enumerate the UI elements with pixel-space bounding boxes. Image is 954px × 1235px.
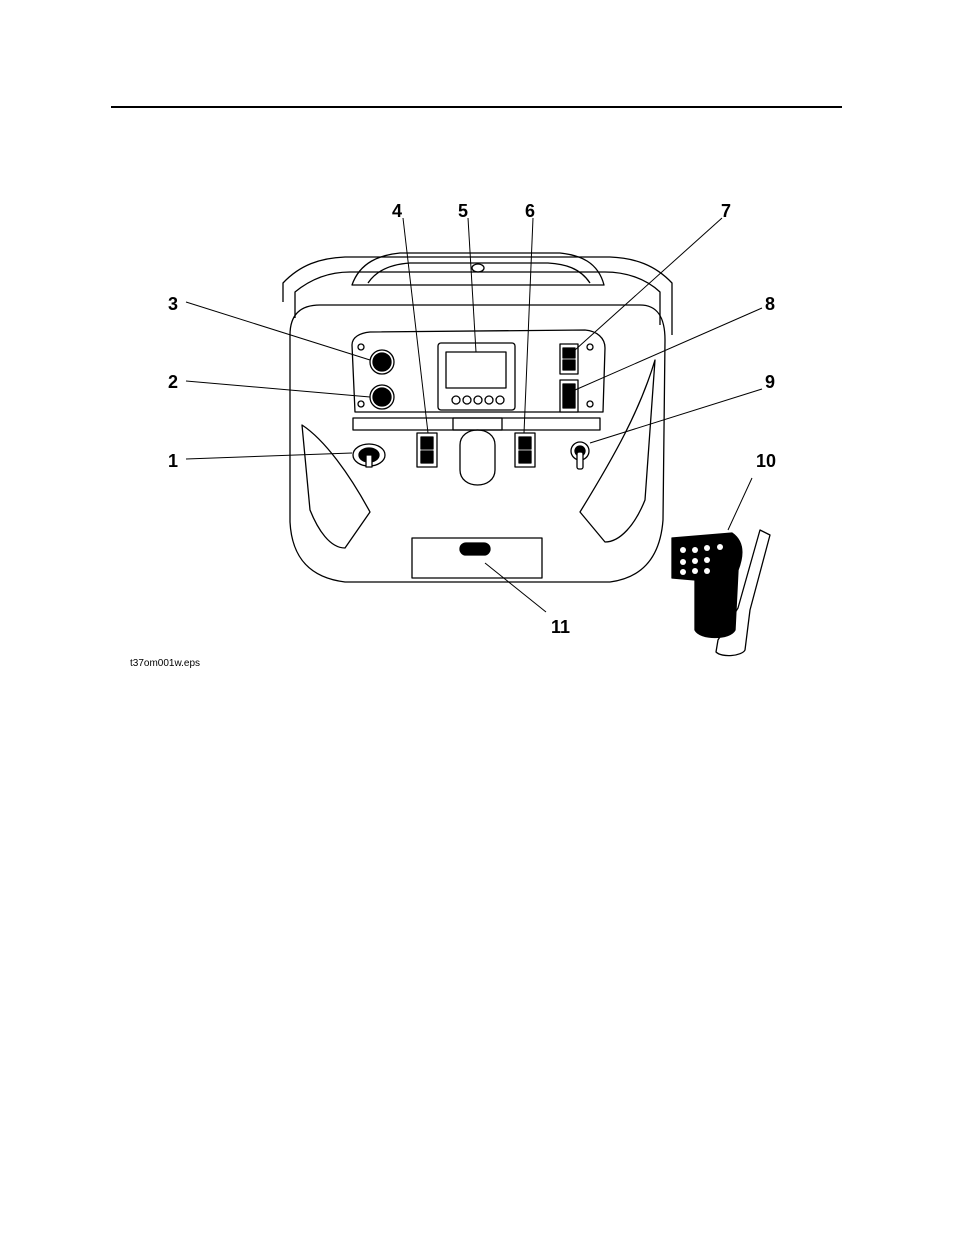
switch-3 [373,353,391,371]
display-buttons [452,396,504,404]
center-recess [460,430,495,485]
console-body [290,305,665,582]
callout-1: 1 [168,451,178,471]
callout-2: 2 [168,372,178,392]
callout-4: 4 [392,201,402,221]
switch-2 [373,388,391,406]
handle-bar [352,253,604,285]
cross-bar [353,418,600,430]
callout-6: 6 [525,201,535,221]
callout-9: 9 [765,372,775,392]
top-knob [472,264,484,272]
display-screen [446,352,506,388]
callout-10: 10 [756,451,776,471]
callout-7: 7 [721,201,731,221]
callout-3: 3 [168,294,178,314]
upper-cowl-inner [295,272,660,325]
upper-cowl [283,257,672,335]
callout-5: 5 [458,201,468,221]
callout-8: 8 [765,294,775,314]
figure-filename: t37om001w.eps [130,658,200,669]
control-panel-diagram: 1 2 3 4 5 6 7 8 9 10 11 [0,0,954,700]
callout-11: 11 [551,617,570,637]
